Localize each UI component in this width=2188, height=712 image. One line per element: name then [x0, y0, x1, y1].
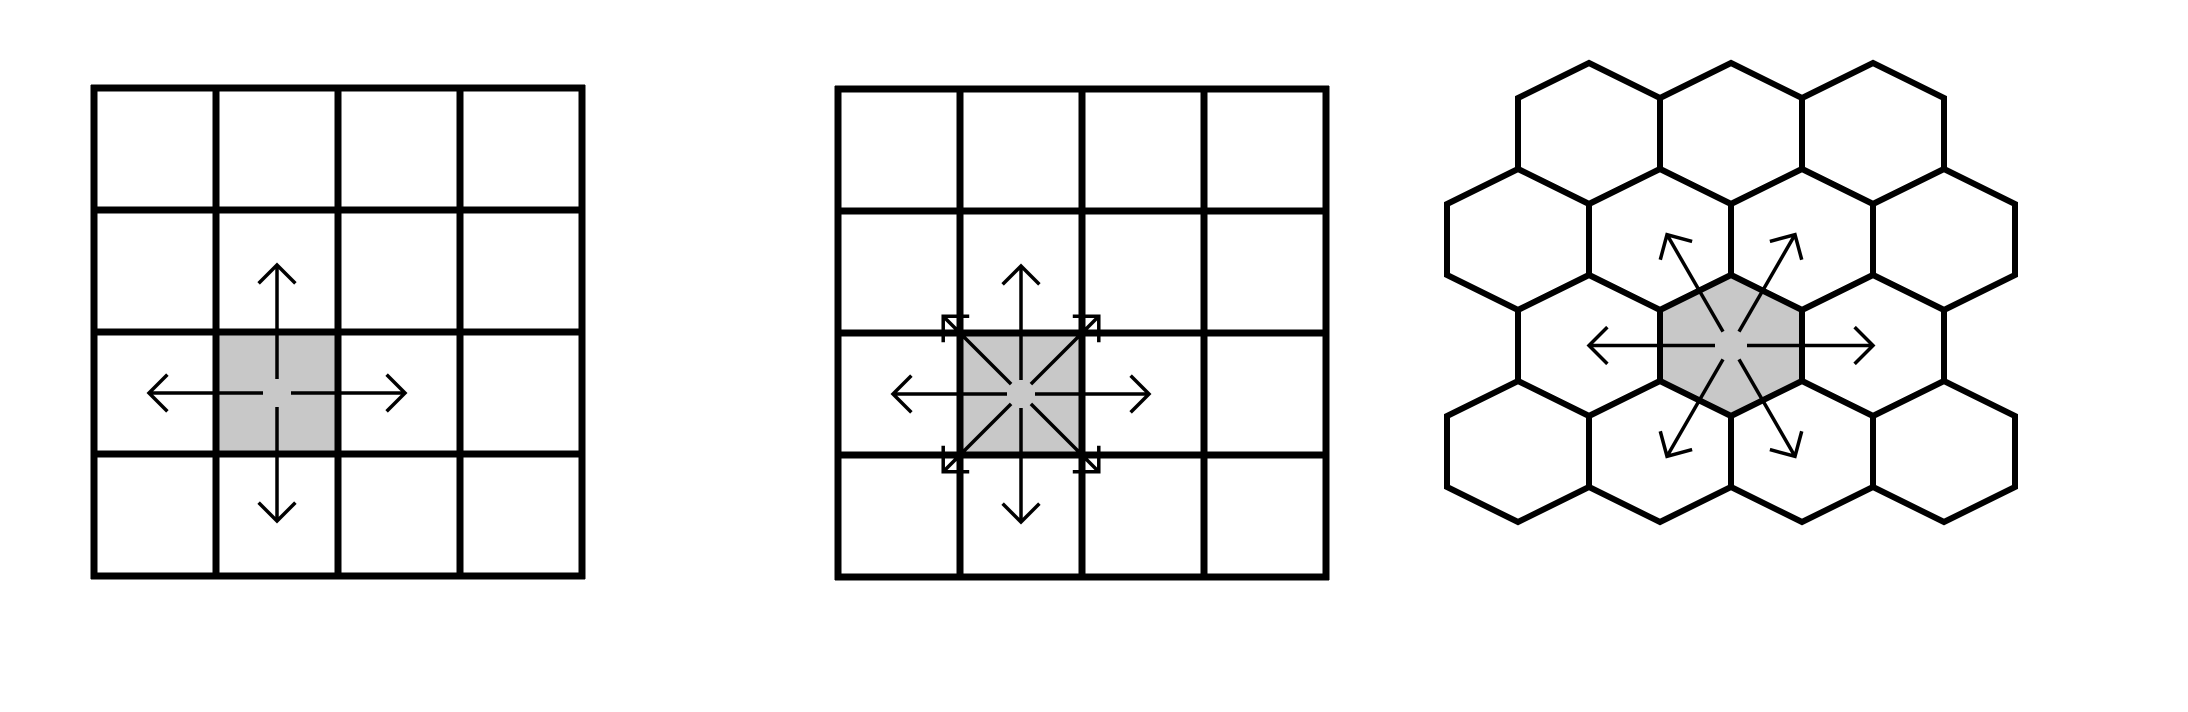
- hex-cell: [1870, 377, 2018, 526]
- arrow-northeast: [1737, 232, 1804, 333]
- arrow-south: [1001, 408, 1041, 525]
- arrow-southeast: [1029, 402, 1101, 474]
- arrow-north-head: [257, 262, 297, 285]
- arrow-southwest-shaft: [941, 402, 1013, 474]
- arrow-northwest-head: [941, 314, 970, 343]
- neighbor-arrows: [1586, 232, 1876, 459]
- arrow-east: [1035, 374, 1152, 414]
- arrow-southeast-shaft: [1737, 358, 1797, 458]
- arrow-northwest-shaft: [941, 314, 1013, 386]
- arrow-north: [1001, 263, 1041, 380]
- arrow-east: [1747, 325, 1876, 366]
- square-grid-8-neighbors-diagram: [834, 85, 1330, 581]
- arrow-northeast-shaft: [1737, 233, 1797, 333]
- hex-cells: [1444, 59, 2018, 526]
- arrow-east-head: [1129, 374, 1152, 414]
- arrow-northeast-shaft: [1029, 314, 1101, 386]
- neighbor-arrows: [890, 263, 1152, 525]
- arrow-southwest: [1658, 358, 1725, 459]
- arrow-northwest-shaft: [1665, 233, 1725, 333]
- arrow-north-head: [1001, 263, 1041, 286]
- arrow-southwest-head: [1658, 430, 1693, 459]
- arrow-east-head: [1853, 325, 1876, 366]
- arrow-southwest: [941, 402, 1013, 474]
- arrow-north: [257, 262, 297, 379]
- arrow-west-head: [146, 373, 169, 413]
- arrow-west: [1586, 325, 1715, 366]
- arrow-west: [890, 374, 1007, 414]
- square-grid-4-neighbors-diagram: [90, 84, 586, 580]
- arrow-northwest-head: [1658, 232, 1693, 261]
- arrow-southeast: [1737, 358, 1804, 459]
- arrow-west: [146, 373, 263, 413]
- arrow-northeast-head: [1769, 232, 1804, 261]
- grid-lines: [90, 84, 586, 580]
- arrow-south-head: [257, 501, 297, 524]
- arrow-southeast-shaft: [1029, 402, 1101, 474]
- hex-grid-6-neighbors-diagram: [1444, 59, 2018, 526]
- arrow-southwest-head: [941, 445, 970, 474]
- arrow-southeast-head: [1769, 430, 1804, 459]
- arrow-northwest: [1658, 232, 1725, 333]
- arrow-northwest: [941, 314, 1013, 386]
- arrow-west-head: [890, 374, 913, 414]
- arrow-northeast-head: [1072, 314, 1101, 343]
- arrow-west-head: [1586, 325, 1609, 366]
- arrow-south: [257, 407, 297, 524]
- arrow-east-head: [385, 373, 408, 413]
- arrow-south-head: [1001, 502, 1041, 525]
- arrow-southwest-shaft: [1665, 358, 1725, 458]
- arrow-northeast: [1029, 314, 1101, 386]
- arrow-east: [291, 373, 408, 413]
- neighbor-arrows: [146, 262, 408, 524]
- arrow-southeast-head: [1072, 445, 1101, 474]
